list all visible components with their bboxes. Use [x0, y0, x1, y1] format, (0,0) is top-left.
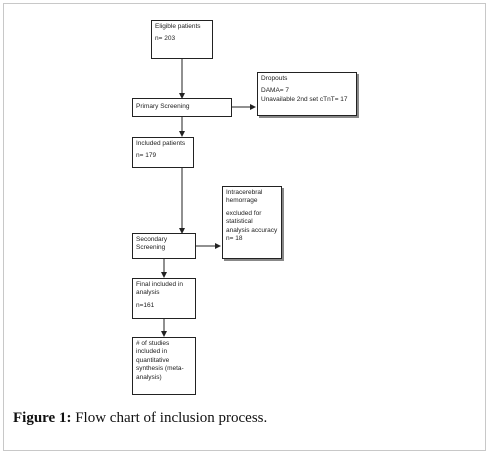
eligible-patients-box: Eligible patients n= 203 [151, 20, 213, 59]
secondary-screening-box: Secondary Screening [132, 233, 196, 259]
included-patients-box: Included patients n= 179 [132, 137, 194, 168]
final-included-count: n=161 [136, 301, 155, 309]
dropouts-title: Dropouts [261, 75, 288, 82]
eligible-patients-count: n= 203 [155, 35, 176, 43]
included-patients-count: n= 179 [136, 152, 157, 160]
final-included-title: Final included in analysis [136, 281, 183, 297]
hemorrhage-count: n= 18 [226, 235, 243, 243]
final-included-box: Final included in analysis n=161 [132, 278, 196, 319]
figure-caption: Figure 1: Flow chart of inclusion proces… [13, 410, 473, 427]
eligible-patients-title: Eligible patients [155, 23, 201, 30]
dropouts-unavailable: Unavailable 2nd set cTnT= 17 [261, 95, 348, 103]
hemorrhage-label: Intracerebral hemorrage [226, 189, 263, 205]
caption-label: Figure 1: [13, 410, 72, 426]
primary-screening-title: Primary Screening [136, 103, 190, 111]
caption-text: Flow chart of inclusion process. [71, 410, 268, 426]
primary-screening-box: Primary Screening [132, 98, 232, 117]
hemorrhage-box: Intracerebral hemorrage excluded for sta… [222, 186, 282, 259]
included-patients-title: Included patients [136, 140, 186, 147]
dropouts-dama: DAMA= 7 [261, 87, 289, 95]
secondary-screening-title: Secondary Screening [136, 236, 168, 252]
studies-box: # of studies included in quantitative sy… [132, 337, 196, 395]
hemorrhage-exclusion-reason: excluded for statistical analysis accura… [226, 209, 278, 234]
dropouts-box: Dropouts DAMA= 7 Unavailable 2nd set cTn… [257, 72, 357, 116]
studies-title: # of studies included in quantitative sy… [136, 340, 184, 381]
